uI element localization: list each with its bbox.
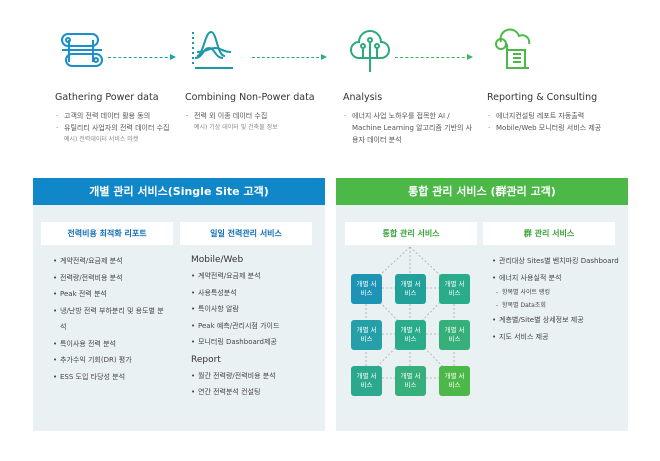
list-item: 전력량/전력비용 분석: [53, 270, 168, 287]
step-item: 에너지 사업 노하우를 접목한 AI / Machine Learning 알고…: [343, 110, 478, 146]
list-item: 냉/난방 전력 부하분리 및 용도별 분석: [53, 303, 168, 336]
report-subheader: 전력비용 최적화 리포트: [41, 222, 173, 245]
step-title: Reporting & Consulting: [487, 92, 598, 103]
daily-list: Mobile/Web 계약전력/요금제 분석 사용특성분석 특이사항 알람 Pe…: [191, 251, 326, 401]
list-item: 계층별/Site별 상세정보 제공: [492, 312, 627, 329]
wave-chart-icon: [192, 30, 233, 69]
list-item: 특이사용 전력 분석: [53, 336, 168, 353]
sub-item: 항목별 Data조회: [492, 299, 627, 312]
list-item: 지도 서비스 제공: [492, 329, 627, 346]
individual-service-box: 개별 서비스: [351, 274, 382, 304]
mobile-heading: Mobile/Web: [191, 255, 244, 265]
individual-service-box: 개별 서비스: [395, 366, 426, 396]
list-item: 특이사항 알람: [191, 301, 326, 318]
step-title: Gathering Power data: [55, 92, 159, 103]
step-reporting: Reporting & Consulting 에너지컨설팅 레포트 자동출력Mo…: [487, 28, 637, 134]
arrow-icon: [252, 53, 327, 60]
individual-service-box: 개별 서비스: [351, 320, 382, 350]
panel-header: 통합 관리 서비스 (群관리 고객): [336, 178, 628, 205]
list-item: 계약전력/요금제 분석: [53, 253, 168, 270]
group-site-panel: 통합 관리 서비스 (群관리 고객) 통합 관리 서비스 群 관리 서비스 개별…: [336, 178, 628, 431]
report-heading: Report: [191, 354, 221, 365]
step-title: Analysis: [343, 92, 383, 103]
integrated-subheader: 통합 관리 서비스: [345, 222, 477, 245]
list-item: 추가수익 기회(DR) 평가: [53, 352, 168, 369]
individual-service-box: 개별 서비스: [439, 320, 470, 350]
panel-header: 개별 관리 서비스(Single Site 고객): [33, 178, 325, 205]
group-subheader: 群 관리 서비스: [483, 222, 615, 245]
step-gathering: Gathering Power data 고객의 전력 데이터 활용 동의유틸리…: [55, 28, 205, 145]
list-item: 에너지 사용실적 분석: [492, 270, 627, 287]
list-item: 계약전력/요금제 분석: [191, 268, 326, 285]
step-item: 고객의 전력 데이터 활용 동의: [55, 110, 205, 122]
report-list: 계약전력/요금제 분석 전력량/전력비용 분석 Peak 전력 분석 냉/난방 …: [53, 253, 168, 385]
step-title: Combining Non-Power data: [185, 92, 315, 103]
individual-service-box: 개별 서비스: [395, 320, 426, 350]
step-analysis: Analysis 에너지 사업 노하우를 접목한 AI / Machine Le…: [343, 28, 493, 146]
daily-subheader: 일일 전력관리 서비스: [180, 222, 312, 245]
list-item: 모니터링 Dashboard제공: [191, 334, 326, 351]
step-item: 유틸리티 사업자의 전력 데이터 수집: [55, 122, 205, 134]
list-item: 관리대상 Sites별 벤치마킹 Dashboard: [492, 253, 627, 270]
step-item: 에너지컨설팅 레포트 자동출력: [487, 110, 622, 122]
step-item: 전력 외 이종 데이터 수집: [185, 110, 335, 122]
step-combining: Combining Non-Power data 전력 외 이종 데이터 수집 …: [185, 28, 335, 133]
step-example: 예시) 기상 데이터 및 건축물 정보: [194, 124, 278, 131]
list-item: ESS 도입 타당성 분석: [53, 369, 168, 386]
step-item: Mobile/Web 모니터링 서비스 제공: [487, 122, 622, 134]
group-list: 관리대상 Sites별 벤치마킹 Dashboard 에너지 사용실적 분석 항…: [492, 253, 627, 345]
single-site-panel: 개별 관리 서비스(Single Site 고객) 전력비용 최적화 리포트 일…: [33, 178, 325, 431]
data-pipe-icon: [61, 33, 103, 67]
arrow-icon: [395, 53, 473, 60]
report-scroll-icon: [495, 28, 531, 69]
sub-item: 항목별 사이트 랭킹: [492, 286, 627, 299]
arrow-icon: [108, 53, 176, 60]
list-item: 사용특성분석: [191, 285, 326, 302]
list-item: Peak 전력 분석: [53, 286, 168, 303]
list-item: 월간 전력량/전력비용 분석: [191, 368, 326, 385]
individual-service-box: 개별 서비스: [439, 366, 470, 396]
step-example: 예시) 전력데이터 서비스 마켓: [64, 136, 139, 143]
list-item: 연간 전력분석 컨설팅: [191, 384, 326, 401]
ai-tree-icon: [350, 30, 390, 72]
individual-service-box: 개별 서비스: [351, 366, 382, 396]
individual-service-box: 개별 서비스: [439, 274, 470, 304]
individual-service-box: 개별 서비스: [395, 274, 426, 304]
list-item: Peak 예측/관리시점 가이드: [191, 318, 326, 335]
